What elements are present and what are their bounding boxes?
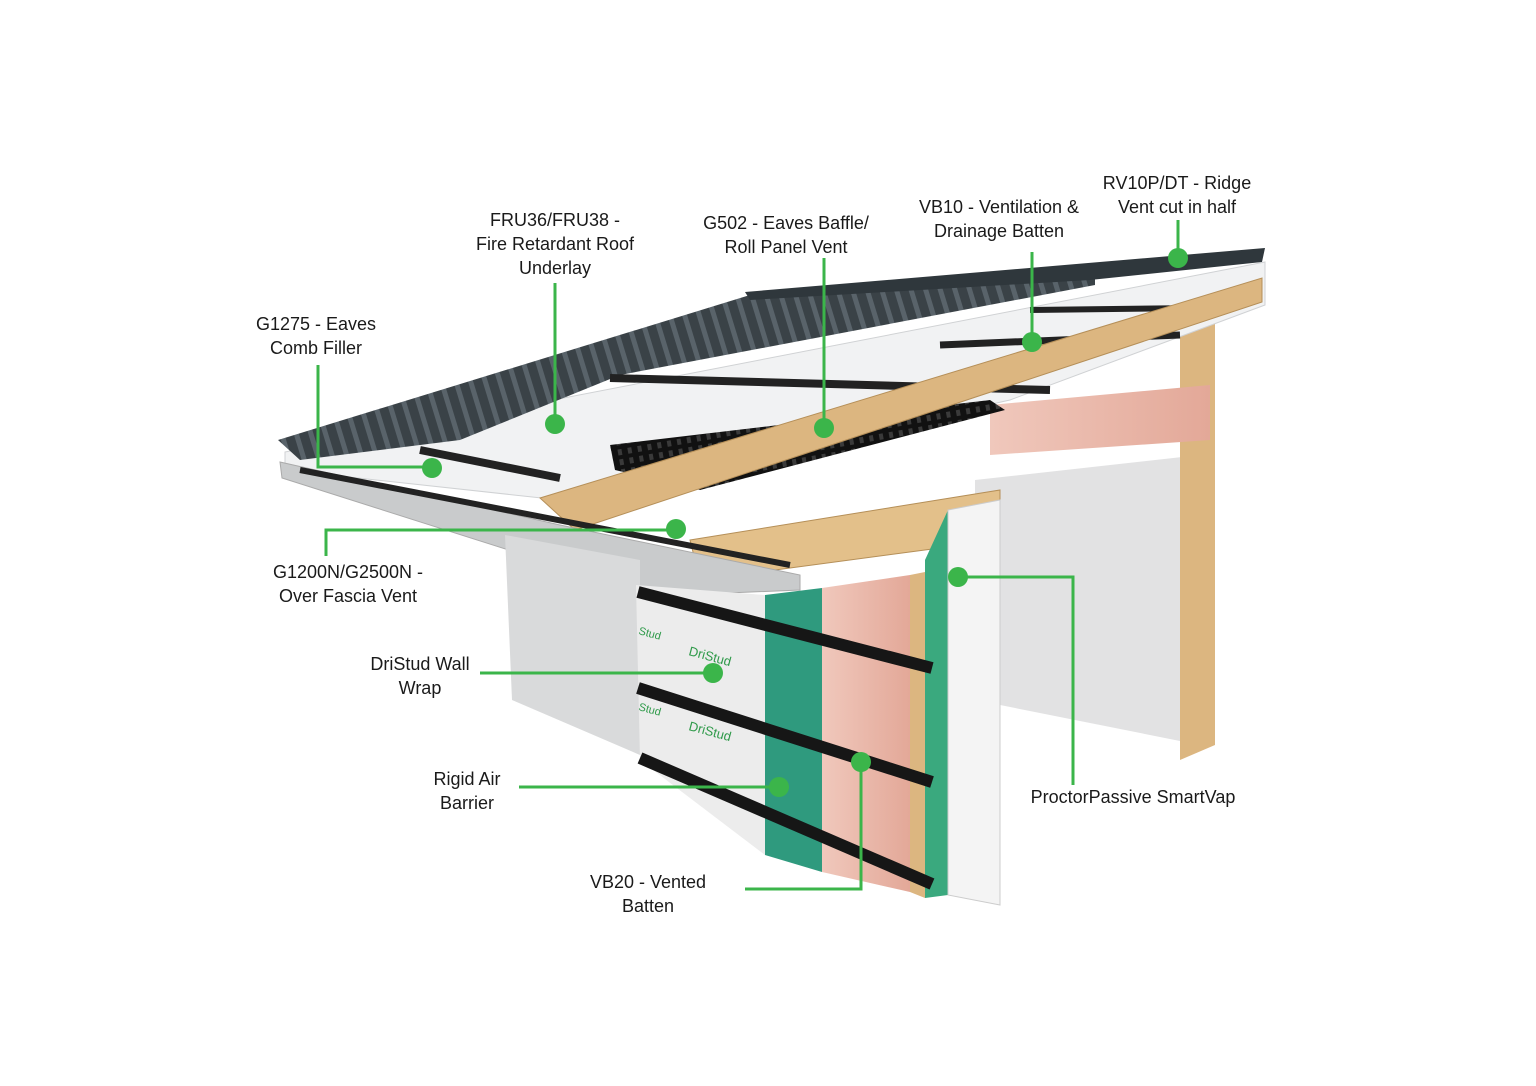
wall-sheathing-board bbox=[505, 535, 640, 755]
callout-dot-vb20 bbox=[851, 752, 871, 772]
smartvap-membrane bbox=[925, 510, 948, 898]
callout-dot-dristud bbox=[703, 663, 723, 683]
timber-stud bbox=[910, 572, 925, 898]
wall-batten bbox=[636, 586, 934, 674]
callout-label-vb10: VB10 - Ventilation &Drainage Batten bbox=[918, 197, 1080, 241]
rigid-air-barrier bbox=[765, 588, 822, 872]
roof-insulation bbox=[990, 385, 1210, 455]
roof-batten bbox=[419, 446, 561, 482]
leader-line-smartvap bbox=[958, 575, 1075, 785]
wall-batten bbox=[636, 682, 934, 788]
leader-line-g1200n bbox=[324, 528, 676, 556]
timber-post bbox=[1180, 290, 1215, 760]
roof-metal-sheet-lower bbox=[278, 268, 1095, 460]
callout-label-g1200n: G1200N/G2500N -Over Fascia Vent bbox=[272, 562, 424, 606]
callout-dot-g1275 bbox=[422, 458, 442, 478]
leader-line-vb20 bbox=[745, 762, 863, 891]
callout-dot-rigid bbox=[769, 777, 789, 797]
callout-dot-vb10 bbox=[1022, 332, 1042, 352]
leader-line-g1275 bbox=[316, 365, 432, 469]
callout-label-g502: G502 - Eaves Baffle/Roll Panel Vent bbox=[703, 213, 869, 257]
dristud-brand-mark: Stud bbox=[637, 625, 662, 642]
back-wall-board bbox=[975, 455, 1200, 745]
callout-dot-g502 bbox=[814, 418, 834, 438]
callout-dot-g1200n bbox=[666, 519, 686, 539]
callout-dot-smartvap bbox=[948, 567, 968, 587]
callout-dot-rv10p bbox=[1168, 248, 1188, 268]
over-fascia-vent bbox=[299, 467, 791, 568]
callout-label-smartvap: ProctorPassive SmartVap bbox=[1030, 787, 1236, 807]
dristud-brand-mark: Stud bbox=[637, 701, 662, 718]
wall-batten bbox=[637, 752, 935, 890]
internal-board bbox=[947, 499, 1001, 906]
callout-dot-fru36 bbox=[545, 414, 565, 434]
roof-metal-sheet-upper bbox=[745, 248, 1265, 300]
